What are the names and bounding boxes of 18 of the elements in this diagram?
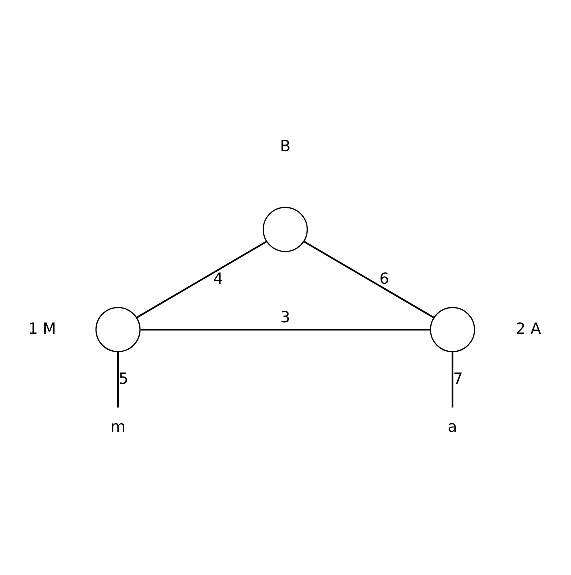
connector bbox=[140, 329, 430, 331]
node-circle bbox=[430, 307, 476, 352]
node-circle bbox=[262, 207, 308, 252]
connector bbox=[136, 240, 268, 319]
edge-label: 4 bbox=[213, 270, 224, 288]
edge-label: 7 bbox=[453, 370, 464, 388]
node-circle bbox=[96, 307, 141, 352]
edge-label: 6 bbox=[380, 270, 390, 288]
edge-label: 5 bbox=[118, 370, 129, 388]
node-text: m bbox=[110, 418, 126, 436]
node-text: a bbox=[448, 418, 458, 436]
node-label: 2 A bbox=[516, 320, 542, 338]
connector bbox=[304, 240, 435, 319]
node-label: 1 M bbox=[28, 320, 56, 338]
node-label: B bbox=[280, 137, 291, 156]
edge-label: 3 bbox=[280, 308, 290, 326]
connector bbox=[452, 352, 454, 408]
connector bbox=[117, 352, 120, 408]
